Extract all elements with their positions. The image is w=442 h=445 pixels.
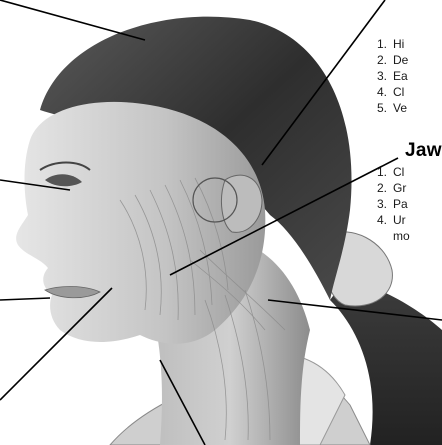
top-label-list: 1.Hi 2.De 3.Ea 4.Cl 5.Ve xyxy=(377,36,408,116)
list-item: 3.Ea xyxy=(377,68,408,84)
leader-line-1 xyxy=(0,0,145,40)
list-item: 4.Cl xyxy=(377,84,408,100)
jaw-label-list: 1.Cl 2.Gr 3.Pa 4.Ur mo xyxy=(377,164,410,244)
list-item: 3.Pa xyxy=(377,196,410,212)
leader-line-3 xyxy=(0,298,50,300)
list-item: 2.Gr xyxy=(377,180,410,196)
list-item: 1.Cl xyxy=(377,164,410,180)
list-item: 1.Hi xyxy=(377,36,408,52)
list-item-continuation: mo xyxy=(377,228,410,244)
jaw-heading: Jaw xyxy=(405,140,442,162)
list-item: 5.Ve xyxy=(377,100,408,116)
list-item: 2.De xyxy=(377,52,408,68)
list-item: 4.Ur xyxy=(377,212,410,228)
